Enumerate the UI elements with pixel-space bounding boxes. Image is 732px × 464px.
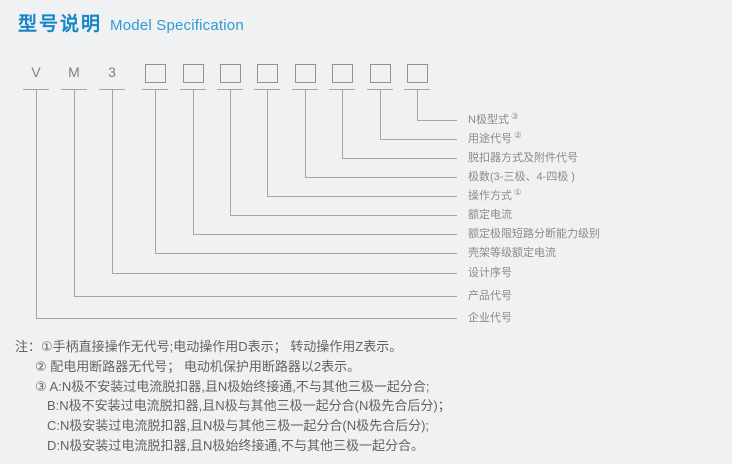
connector-hline	[74, 296, 457, 297]
connector-hline	[155, 253, 457, 254]
field-label: 设计序号	[468, 267, 512, 279]
connector-vline	[267, 89, 268, 196]
connector-vline	[112, 89, 113, 273]
field-label: 额定极限短路分断能力级别	[468, 228, 600, 240]
connector-hline	[342, 158, 457, 159]
field-label: 企业代号	[468, 312, 512, 324]
note-line: B:N极不安装过电流脱扣器,且N极与其他三极一起分合(N极先合后分)；	[47, 398, 451, 414]
connector-hline	[36, 318, 457, 319]
connector-vline	[155, 89, 156, 253]
connector-vline	[380, 89, 381, 139]
field-label: 脱扣器方式及附件代号	[468, 152, 578, 164]
model-code-box	[369, 64, 391, 83]
field-label: 壳架等级额定电流	[468, 247, 556, 259]
note-line: ③ A:N极不安装过电流脱扣器,且N极始终接通,不与其他三极一起分合;	[35, 378, 430, 394]
page-title-en: Model Specification	[110, 17, 244, 34]
field-label: 额定电流	[468, 209, 512, 221]
connector-hline	[230, 215, 457, 216]
model-code-box	[182, 64, 204, 83]
footnote-ref: ③	[510, 111, 519, 121]
connector-vline	[36, 89, 37, 318]
page-title-zh: 型号说明	[18, 14, 103, 35]
connector-hline	[193, 234, 457, 235]
connector-hline	[267, 196, 457, 197]
connector-vline	[417, 89, 418, 120]
model-code-letter: V	[31, 64, 41, 80]
footnote-ref: ①	[514, 187, 522, 197]
connector-vline	[230, 89, 231, 215]
model-code-letter: 3	[108, 64, 116, 80]
model-code-letter: M	[68, 64, 80, 80]
connector-vline	[342, 89, 343, 158]
note-line: D:N极安装过电流脱扣器,且N极始终接通,不与其他三极一起分合。	[47, 437, 425, 453]
model-code-box	[294, 64, 316, 83]
model-code-box	[219, 64, 241, 83]
notes-section: 注：①手柄直接操作无代号;电动操作用D表示； 转动操作用Z表示。 ② 配电用断路…	[0, 337, 732, 456]
note-line: C:N极安装过电流脱扣器,且N极与其他三极一起分合(N极先合后分);	[47, 418, 430, 434]
note-line: 注：①手柄直接操作无代号;电动操作用D表示； 转动操作用Z表示。	[15, 339, 403, 354]
connector-hline	[417, 120, 457, 121]
model-code-box	[256, 64, 278, 83]
model-code-diagram: V 企业代号 M 产品代号 3 设计序号 壳架等级额定电流	[23, 64, 600, 324]
section-header: 型号说明 Model Specification	[18, 9, 244, 36]
field-label: 产品代号	[468, 290, 512, 302]
note-line: ② 配电用断路器无代号； 电动机保护用断路器以2表示。	[35, 358, 361, 374]
connector-vline	[74, 89, 75, 296]
model-code-box	[331, 64, 353, 83]
connector-hline	[380, 139, 457, 140]
connector-vline	[193, 89, 194, 234]
connector-hline	[112, 273, 457, 274]
connector-hline	[305, 177, 457, 178]
field-label: 极数(3-三极、4-四极 )	[468, 171, 575, 183]
model-code-box	[144, 64, 166, 83]
connector-vline	[305, 89, 306, 177]
model-code-box	[406, 64, 428, 83]
footnote-ref: ②	[514, 130, 522, 140]
